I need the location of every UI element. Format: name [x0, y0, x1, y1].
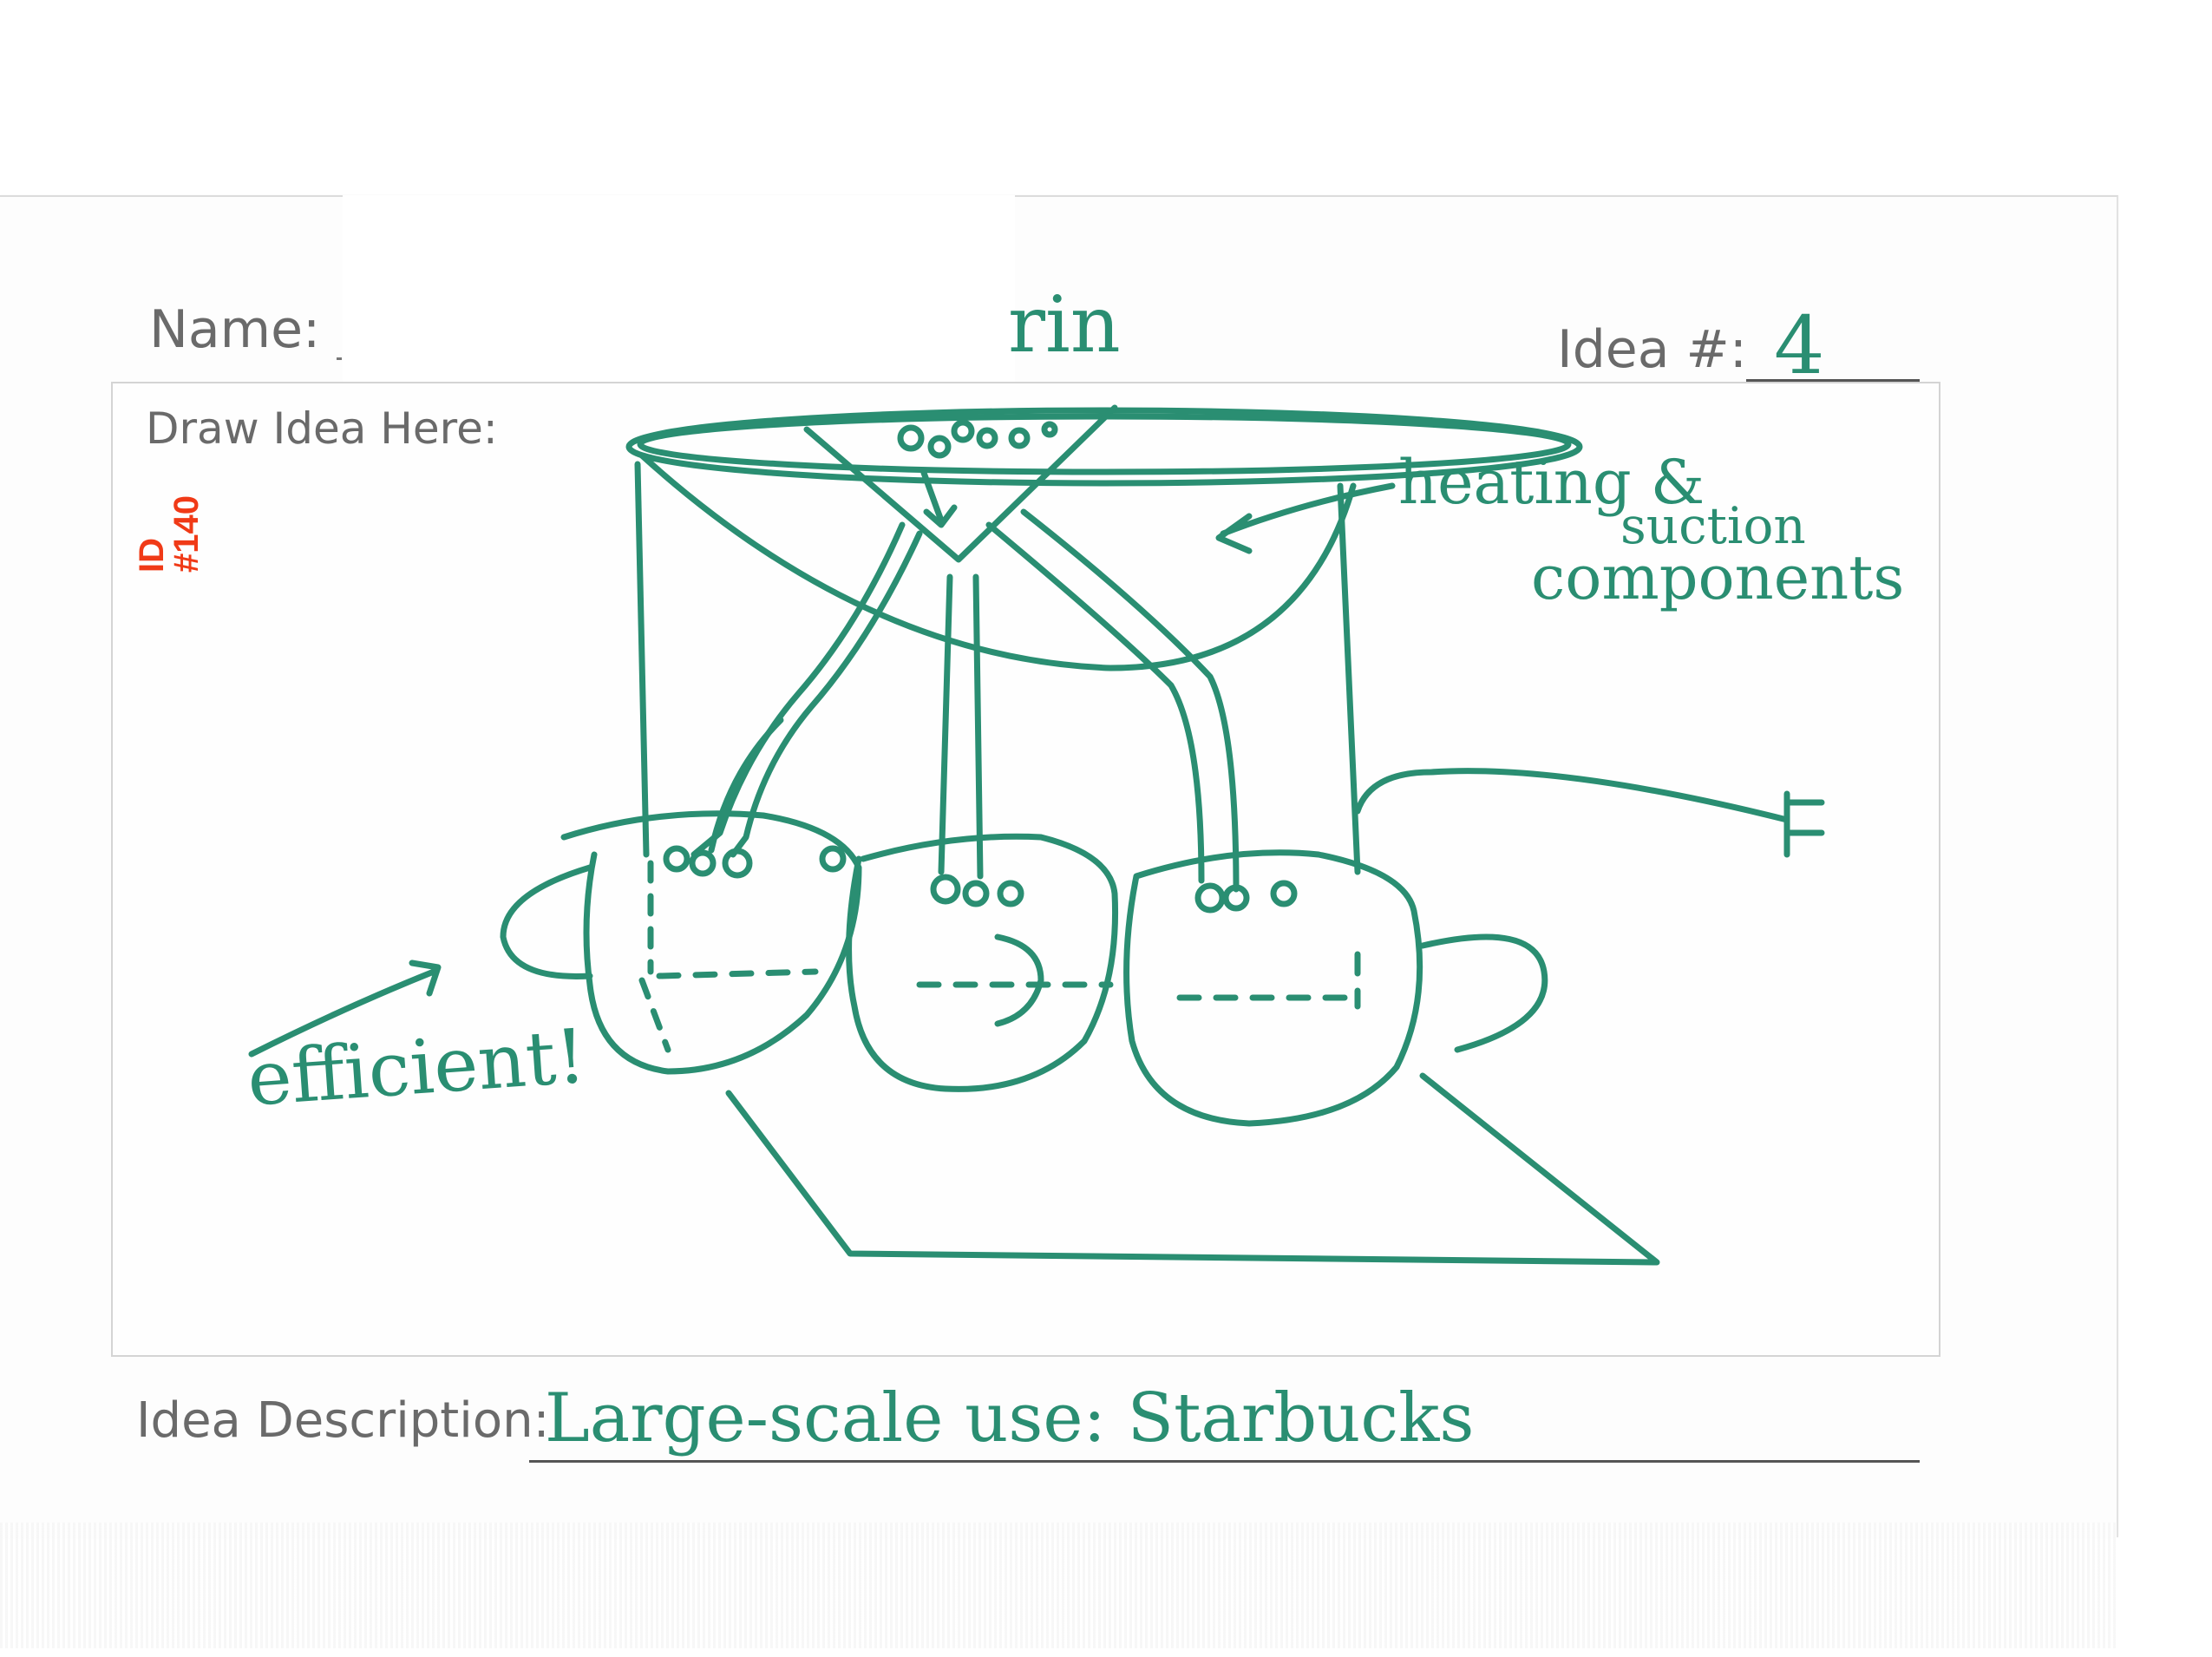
idea-number-underline	[1746, 379, 1920, 382]
scan-noise	[0, 1523, 2117, 1648]
draw-idea-label: Draw Idea Here:	[146, 403, 498, 454]
name-label: Name:	[149, 299, 321, 360]
idea-description-value: Large-scale use: Starbucks	[545, 1379, 1475, 1457]
idea-description-underline	[529, 1460, 1920, 1463]
id-stamp: ID #140	[133, 495, 206, 573]
name-value: rin	[1008, 279, 1121, 370]
annotation-components: components	[1531, 542, 1905, 613]
idea-description-label: Idea Description:	[136, 1392, 550, 1449]
redaction-mask	[343, 195, 1015, 395]
name-underline	[337, 357, 342, 360]
idea-number-label: Idea #:	[1557, 319, 1748, 380]
annotation-suction: suction	[1620, 496, 1806, 555]
annotation-heating: heating &	[1398, 447, 1705, 518]
idea-number-value: 4	[1774, 299, 1825, 392]
